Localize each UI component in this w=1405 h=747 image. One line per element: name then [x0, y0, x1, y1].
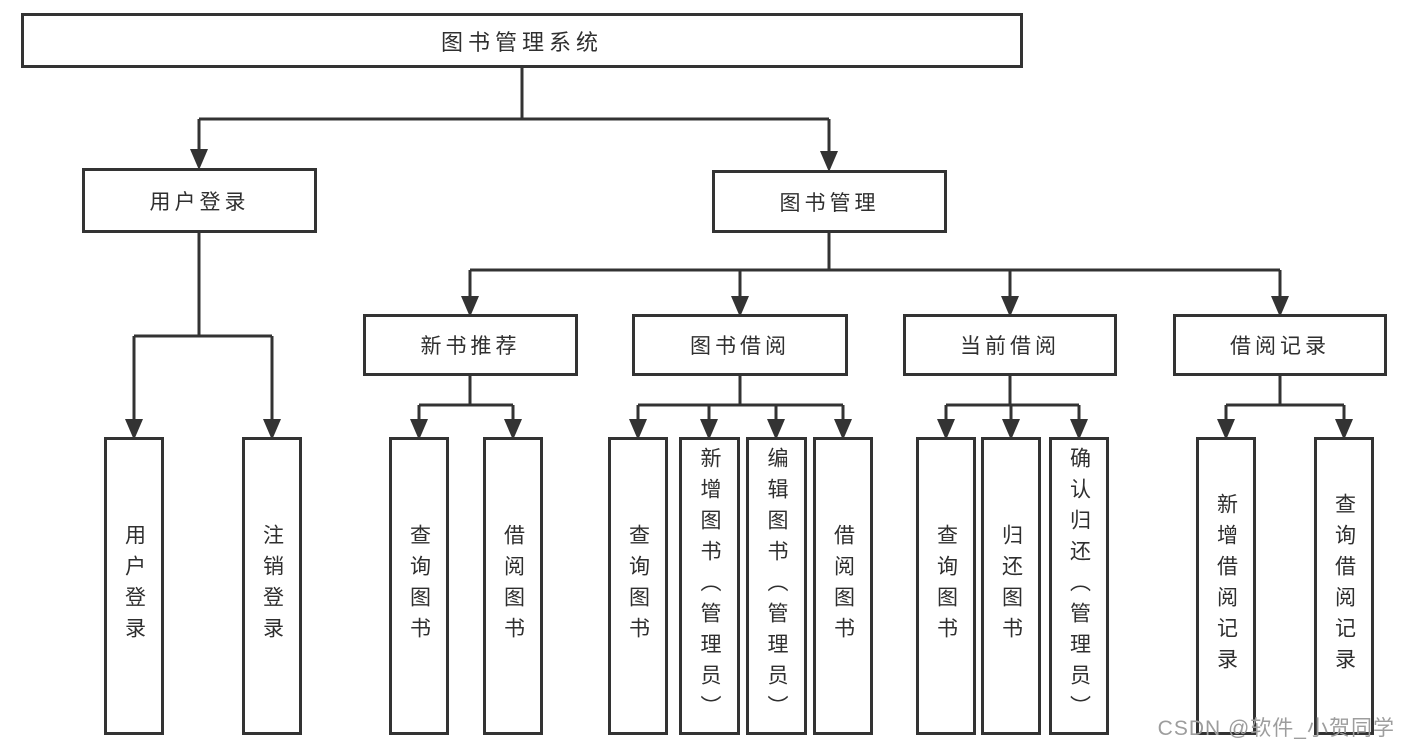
leaf-nb-query-books-label: 查询图书	[407, 524, 431, 648]
arrowhead	[731, 296, 749, 317]
arrowhead	[410, 419, 428, 440]
node-new-book-recommendation: 新书推荐	[363, 314, 578, 376]
arrowhead	[190, 149, 208, 170]
leaf-bb-borrow-books: 借阅图书	[813, 437, 873, 735]
connector-user-login-children	[132, 233, 274, 420]
leaf-logout-login-label: 注销登录	[260, 524, 284, 648]
leaf-br-query-borrow-record: 查询借阅记录	[1314, 437, 1374, 735]
leaf-cb-return-books-label: 归还图书	[999, 524, 1023, 648]
arrowhead	[1335, 419, 1353, 440]
arrowhead	[1070, 419, 1088, 440]
leaf-bb-add-book-admin: 新增图书（管理员）	[679, 437, 740, 735]
node-user-login: 用户登录	[82, 168, 317, 233]
leaf-cb-query-books: 查询图书	[916, 437, 976, 735]
arrowhead	[834, 419, 852, 440]
leaf-bb-query-books: 查询图书	[608, 437, 668, 735]
node-book-management: 图书管理	[712, 170, 947, 233]
watermark: CSDN @软件_小贺同学	[1157, 717, 1395, 740]
leaf-br-query-borrow-record-label: 查询借阅记录	[1332, 493, 1356, 679]
connector-book-management-children	[468, 233, 1282, 297]
arrowhead	[1001, 296, 1019, 317]
leaf-cb-return-books: 归还图书	[981, 437, 1041, 735]
arrowhead	[700, 419, 718, 440]
arrowhead	[461, 296, 479, 317]
leaf-br-add-borrow-record: 新增借阅记录	[1196, 437, 1256, 735]
leaf-nb-borrow-books: 借阅图书	[483, 437, 543, 735]
arrowhead	[629, 419, 647, 440]
arrowhead	[1002, 419, 1020, 440]
arrowhead	[263, 419, 281, 440]
arrowhead	[125, 419, 143, 440]
leaf-br-add-borrow-record-label: 新增借阅记录	[1214, 493, 1238, 679]
arrowhead	[820, 151, 838, 172]
node-book-borrowing: 图书借阅	[632, 314, 848, 376]
connector-book-borrowing-children	[636, 376, 845, 420]
leaf-bb-edit-book-admin-label: 编辑图书（管理员）	[765, 446, 788, 726]
leaf-user-login-label: 用户登录	[122, 524, 146, 648]
connector-new-book-children	[417, 376, 515, 420]
arrowhead	[504, 419, 522, 440]
connector-root-to-level2	[197, 68, 831, 153]
connector-current-borrowing-children	[944, 376, 1081, 420]
leaf-cb-query-books-label: 查询图书	[934, 524, 958, 648]
leaf-bb-borrow-books-label: 借阅图书	[831, 524, 855, 648]
arrowhead	[767, 419, 785, 440]
node-root: 图书管理系统	[21, 13, 1023, 68]
arrowhead	[937, 419, 955, 440]
leaf-nb-query-books: 查询图书	[389, 437, 449, 735]
leaf-logout-login: 注销登录	[242, 437, 302, 735]
leaf-bb-edit-book-admin: 编辑图书（管理员）	[746, 437, 807, 735]
leaf-cb-confirm-return-admin: 确认归还（管理员）	[1049, 437, 1109, 735]
arrowhead	[1217, 419, 1235, 440]
leaf-bb-add-book-admin-label: 新增图书（管理员）	[698, 446, 721, 726]
node-current-borrowing: 当前借阅	[903, 314, 1117, 376]
arrowheads	[125, 149, 1353, 440]
connector-borrowing-records-children	[1224, 376, 1346, 420]
leaf-cb-confirm-return-admin-label: 确认归还（管理员）	[1067, 446, 1091, 726]
leaf-bb-query-books-label: 查询图书	[626, 524, 650, 648]
arrowhead	[1271, 296, 1289, 317]
leaf-user-login: 用户登录	[104, 437, 164, 735]
node-borrowing-records: 借阅记录	[1173, 314, 1387, 376]
leaf-nb-borrow-books-label: 借阅图书	[501, 524, 525, 648]
